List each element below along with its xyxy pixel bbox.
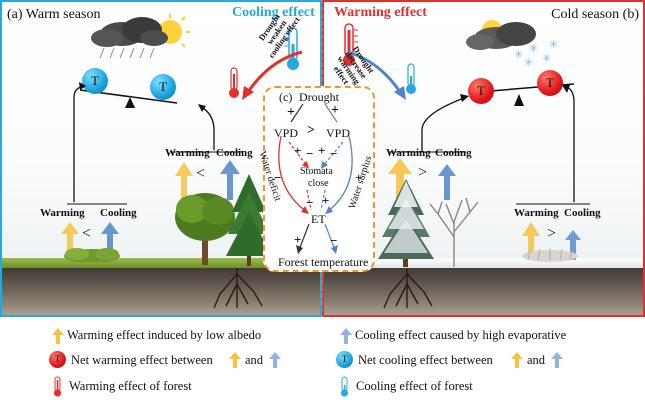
warming-cooling-arrow-pair (175, 160, 240, 200)
less-than-sign: < (196, 165, 206, 182)
warming-thermometer-icon (229, 67, 239, 98)
sign-plus: + (294, 232, 302, 247)
soil-ground (2, 264, 320, 315)
legend-and: and (527, 353, 546, 367)
cooling-thermometer-icon (284, 27, 299, 70)
warming-cooling-arrow-pair (61, 222, 119, 258)
net-warming-ball-icon: T (49, 351, 66, 368)
panel-cold-season: Cold season (b) ✳✳✳ ✳✳ T T Warming Cooli… (322, 0, 645, 317)
sign-plus: + (355, 170, 363, 185)
sign-plus: + (287, 105, 295, 120)
mechanism-box-label: (c) (279, 90, 293, 104)
sign-plus: + (318, 143, 326, 158)
vpd-compare-sign: > (307, 123, 315, 138)
sign-plus: + (322, 193, 330, 208)
label-cooling-right: Cooling (564, 207, 601, 219)
soil-ground (324, 264, 643, 315)
connector-arrows (388, 85, 590, 205)
warming-cooling-arrow-pair (388, 158, 456, 200)
warming-thermometer-icon (53, 376, 62, 397)
tree-roots (383, 268, 433, 309)
panel-b-title: Cold season (b) (551, 7, 639, 22)
sign-plus: + (294, 143, 302, 158)
snow-strip (324, 258, 643, 268)
legend-and: and (245, 353, 264, 367)
sign-minus: − (274, 170, 282, 185)
cooling-thermometer-icon (340, 376, 349, 397)
conifer-tree-icon (226, 174, 272, 266)
vpd-left-node: VPD (274, 126, 299, 140)
svg-text:✳: ✳ (524, 56, 533, 66)
label-warming-left: Warming (40, 207, 85, 219)
drought-effect-arrows (242, 50, 406, 100)
bare-tree-icon (429, 197, 479, 267)
svg-text:✳: ✳ (514, 48, 523, 61)
cooling-thermometer-icon (406, 63, 416, 94)
label-warming-right: Warming (514, 207, 559, 219)
sign-minus: − (306, 146, 314, 161)
warming-cooling-arrow-pair (522, 222, 581, 260)
connector-arrows (67, 82, 242, 205)
sign-minus: − (330, 233, 338, 248)
center-divider (321, 0, 323, 317)
warming-ball-icon: T (537, 70, 563, 96)
sign-plus: + (331, 103, 339, 118)
warm-arrow-icon (229, 352, 241, 368)
legend-net-cooling: Net cooling effect between (358, 353, 493, 367)
legend: Warming effect induced by low albedo Coo… (0, 318, 645, 415)
warm-arrow-icon (511, 352, 523, 368)
greater-than-sign: > (418, 164, 428, 181)
et-node: ET (311, 212, 326, 226)
label-cooling-left: Cooling (100, 207, 137, 219)
mechanism-arrows (278, 103, 353, 254)
forest-temperature-node: Forest temperature (278, 255, 369, 269)
legend-cooling-evap: Cooling effect caused by high evaporativ… (355, 328, 567, 342)
cooling-effect-title: Cooling effect (232, 5, 315, 20)
broadleaf-tree-icon (175, 193, 235, 265)
storm-cloud-sun-icon (91, 14, 190, 59)
svg-text:✳: ✳ (542, 52, 551, 65)
label-warming-upper: Warming (386, 147, 431, 159)
frosted-shrub-icon (522, 248, 578, 262)
warming-ball-icon: T (468, 78, 494, 104)
cool-arrow-icon (269, 352, 281, 368)
snow-cloud-icon: ✳✳✳ ✳✳ (466, 20, 558, 66)
snowy-conifer-icon (378, 179, 434, 267)
sign-minus: − (330, 146, 338, 161)
greater-than-sign: > (547, 225, 557, 242)
cool-arrow-icon (340, 328, 352, 344)
legend-warming-albedo: Warming effect induced by low albedo (67, 328, 262, 342)
vpd-right-node: VPD (326, 126, 351, 140)
stomata-close-label: close (308, 178, 329, 189)
panel-a-title: (a) Warm season (7, 7, 101, 22)
net-cooling-ball-icon: T (336, 351, 353, 368)
less-than-sign: < (82, 225, 92, 242)
sign-minus: − (306, 195, 314, 210)
grass-strip (2, 258, 320, 268)
legend-forest-warming: Warming effect of forest (69, 379, 192, 393)
legend-net-warming: Net warming effect between (71, 353, 213, 367)
label-warming-upper: Warming (165, 147, 210, 159)
svg-text:✳: ✳ (549, 38, 558, 51)
label-cooling-upper: Cooling (216, 147, 253, 159)
stomata-node: Stomata (300, 166, 333, 177)
shrub-icon (64, 248, 120, 262)
warming-effect-title: Warming effect (334, 5, 427, 20)
svg-text:✳: ✳ (529, 42, 538, 55)
drought-node: Drought (299, 90, 339, 104)
warming-thermometer-icon (343, 23, 358, 66)
legend-forest-cooling: Cooling effect of forest (356, 379, 473, 393)
tree-roots (213, 268, 263, 309)
cool-arrow-icon (551, 352, 563, 368)
cooling-ball-icon: T (82, 68, 108, 94)
label-cooling-upper: Cooling (435, 147, 472, 159)
cooling-ball-icon: T (150, 74, 176, 100)
warm-arrow-icon (52, 328, 64, 344)
